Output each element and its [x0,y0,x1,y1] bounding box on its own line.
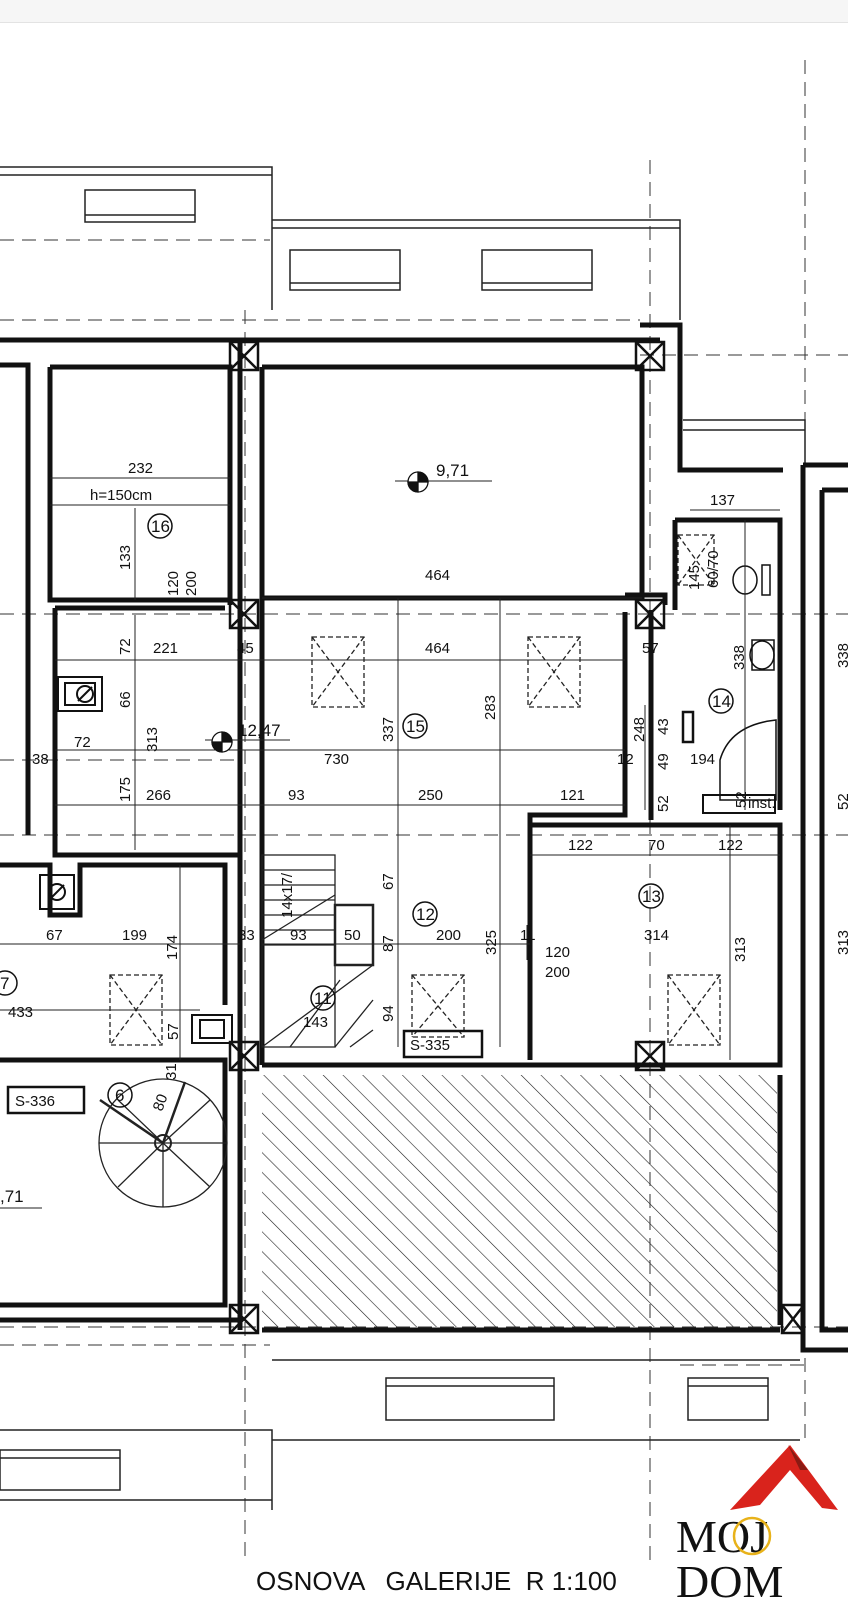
dim-15-121: 121 [560,787,585,804]
dim-15-175: 175 [117,777,134,802]
label-inst: inst. [748,795,776,812]
terrace-outlines [0,166,806,1510]
room-number-13: 13 [642,887,661,906]
dim-14-137: 137 [710,492,735,509]
dim-right-338: 338 [835,643,848,668]
dim-13-200: 200 [545,964,570,981]
room-number-12: 12 [416,905,435,924]
shafts [39,676,233,1044]
room-circles [0,513,734,1108]
drawing-title: OSNOVA GALERIJE R 1:100 [256,1566,617,1596]
dim-15-464-top: 464 [425,567,450,584]
elevation-12-47: 12,47 [238,721,281,740]
dim-16-133: 133 [117,545,134,570]
dim-13-122b: 122 [718,837,743,854]
dim-15-38: 38 [32,751,49,768]
dim-15-72b: 72 [74,734,91,751]
logo-ring-icon [732,1516,772,1556]
label-stair-steps: 14x17/ [279,872,296,918]
elevation-9-71: 9,71 [436,461,469,480]
dim-14-43: 43 [655,718,672,735]
dim-13-11: 11 [520,927,536,944]
dim-15-250: 250 [418,787,443,804]
dim-12-325: 325 [483,930,500,955]
label-s-336: S-336 [15,1093,55,1110]
dim-right-313: 313 [835,930,848,955]
room-number-7: 7 [0,974,9,993]
dim-15-221: 221 [153,640,178,657]
dim-7-433: 433 [8,1004,33,1021]
dim-14-49: 49 [655,753,672,770]
room-number-15: 15 [406,717,425,736]
room-number-11: 11 [314,989,332,1008]
logo-roof-icon [730,1445,838,1510]
label-s-335: S-335 [410,1037,450,1054]
dim-12-200: 200 [436,927,461,944]
dim-12-93: 93 [290,927,307,944]
dim-12-94: 94 [380,1005,397,1022]
dim-12-50: 50 [344,927,361,944]
dim-7-174: 174 [164,935,181,960]
label-spiral-width: 80 [150,1092,172,1113]
elevation-markers [211,471,429,753]
room-number-16: 16 [151,517,170,536]
dim-15-464: 464 [425,640,450,657]
label-window-height: 145 [686,565,703,590]
dim-7-31: 31 [163,1063,180,1080]
room-number-6: 6 [115,1086,124,1105]
label-boxes [6,1029,484,1115]
dim-12-33: 33 [238,927,255,944]
mojdom-logo: MOJ DOM [676,1445,838,1599]
dim-15-12: 12 [617,751,634,768]
dim-12-87: 87 [380,935,397,952]
dim-15-66: 66 [117,691,134,708]
dim-13-313: 313 [732,937,749,962]
dim-15-93: 93 [288,787,305,804]
dim-15-248: 248 [631,717,648,742]
logo-line2: DOM [676,1556,783,1599]
dim-13-70: 70 [648,837,665,854]
dim-7-199: 199 [122,927,147,944]
walls [0,322,848,1353]
spiral-staircase [98,1078,228,1208]
dim-7-67: 67 [46,927,63,944]
dim-16-232: 232 [128,460,153,477]
dim-16-120: 120 [165,571,182,596]
bathroom-fixtures [681,564,777,814]
dim-12-67: 67 [380,873,397,890]
dim-15-313: 313 [144,727,161,752]
dim-13-122a: 122 [568,837,593,854]
grid-lines [0,60,848,1560]
hatched-slab [262,1075,777,1327]
ceiling-height-note: h=150cm [90,487,152,504]
columns [228,340,806,1335]
dim-right-52: 52 [835,793,848,810]
windows [0,189,769,1491]
dim-15-266: 266 [146,787,171,804]
dim-14-52b: 52 [733,791,750,808]
dim-15-337: 337 [380,717,397,742]
staircase [261,854,375,1048]
dim-15-45: 45 [237,640,254,657]
dim-14-338: 338 [731,645,748,670]
dim-15-72: 72 [117,638,134,655]
dim-7-57: 57 [165,1023,182,1040]
top-bar [0,0,848,23]
dim-15-730: 730 [324,751,349,768]
dim-11-143: 143 [303,1014,328,1031]
dim-15-283: 283 [482,695,499,720]
room-number-14: 14 [712,692,731,711]
dim-14-52: 52 [655,795,672,812]
label-window-size: 60/70 [705,550,722,588]
dim-13-314: 314 [644,927,669,944]
dim-14-194: 194 [690,751,715,768]
dim-13-120: 120 [545,944,570,961]
elevation-partial: ,71 [0,1187,24,1206]
dim-15-57: 57 [642,640,659,657]
dim-16-200: 200 [183,571,200,596]
skylights [109,534,721,1046]
